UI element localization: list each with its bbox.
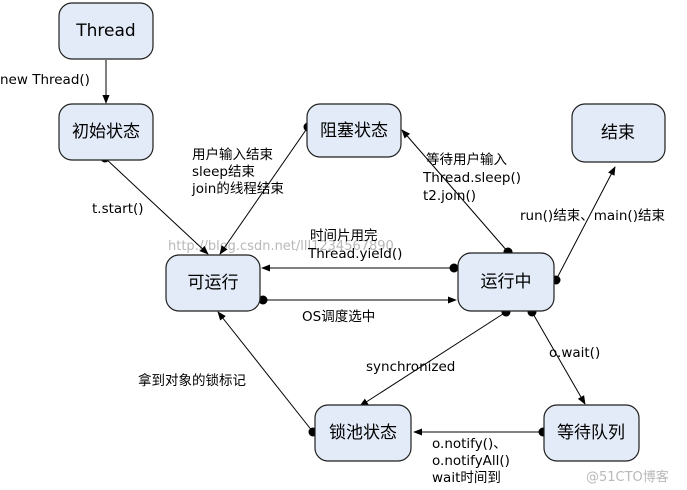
edge-label-wait: o.wait() (549, 345, 600, 361)
edge-lock-to-runnable: 拿到对象的锁标记 (138, 311, 318, 437)
edge-blocked-to-runnable: 用户输入结束 sleep结束 join的线程结束 (191, 122, 313, 255)
edge-label-user-input-end: 用户输入结束 (192, 146, 273, 163)
edge-label-run-end: run()结束、main()结束 (520, 208, 665, 224)
node-running: 运行中 (457, 252, 555, 312)
edge-label-synchronized: synchronized (366, 359, 455, 375)
node-blocked: 阻塞状态 (306, 103, 402, 158)
edge-label-notify: o.notify()、 (432, 436, 507, 452)
watermark-site: @51CTO博客 (586, 469, 669, 485)
node-thread: Thread (58, 2, 154, 60)
edge-label-notify-all: o.notifyAll() (432, 453, 510, 469)
edge-label-got-lock: 拿到对象的锁标记 (138, 372, 246, 389)
node-label-blocked: 阻塞状态 (320, 121, 388, 141)
edge-label-t2-join: t2.join() (423, 188, 476, 204)
node-initial: 初始状态 (58, 103, 154, 161)
node-label-lock-pool: 锁池状态 (329, 423, 397, 443)
edge-runnable-to-running: OS调度选中 (258, 295, 457, 325)
node-lock-pool: 锁池状态 (314, 404, 412, 462)
node-label-initial: 初始状态 (72, 122, 140, 142)
edge-synchronized: synchronized (359, 307, 511, 407)
edge-label-os-schedule: OS调度选中 (302, 309, 375, 325)
node-wait-queue: 等待队列 (543, 404, 640, 462)
node-label-runnable: 可运行 (188, 273, 239, 293)
node-finished: 结束 (571, 103, 666, 163)
node-label-wait-queue: 等待队列 (557, 423, 625, 443)
node-label-thread: Thread (75, 21, 135, 41)
edge-wait: o.wait() (527, 307, 600, 405)
edge-wait-to-lock: o.notify()、 o.notifyAll() wait时间到 (413, 427, 548, 486)
edge-running-to-runnable: 时间片用完 Thread.yield() (261, 228, 459, 273)
edge-label-time-slice: 时间片用完 (310, 228, 378, 244)
edge-label-new-thread: new Thread() (0, 72, 90, 88)
edge-label-sleep-end: sleep结束 (192, 164, 255, 180)
edge-label-start: t.start() (92, 201, 144, 217)
node-label-finished: 结束 (601, 123, 635, 143)
edge-label-join-end: join的线程结束 (191, 181, 284, 197)
edge-label-thread-sleep: Thread.sleep() (422, 170, 521, 186)
node-runnable: 可运行 (165, 254, 261, 312)
edge-running-to-blocked: 等待用户输入 Thread.sleep() t2.join() (401, 129, 521, 257)
edge-new-thread: new Thread() (0, 60, 110, 104)
node-label-running: 运行中 (481, 272, 532, 292)
edge-label-thread-yield: Thread.yield() (307, 246, 402, 262)
edge-label-wait-timeout: wait时间到 (432, 470, 501, 486)
edge-label-waiting-input: 等待用户输入 (426, 151, 507, 168)
